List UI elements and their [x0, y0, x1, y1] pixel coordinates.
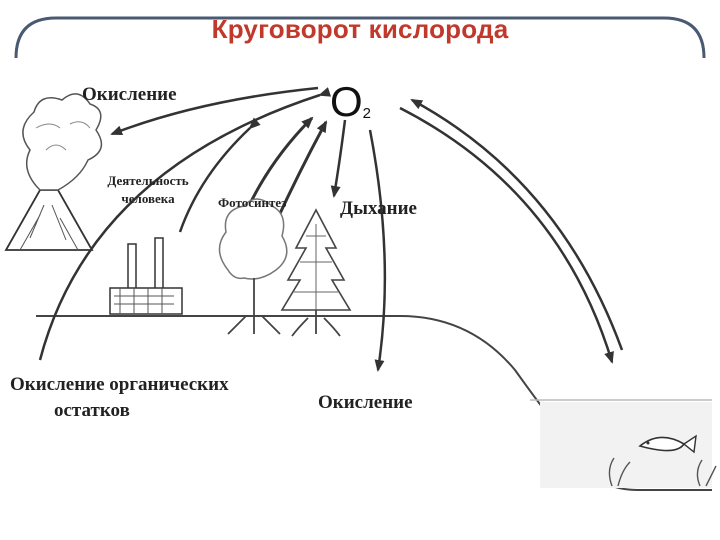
- volcano-icon: [4, 93, 103, 251]
- factory-icon: [109, 237, 183, 315]
- label-human-activity-line2: человека: [121, 191, 175, 206]
- arrow-human-activity: [178, 117, 261, 233]
- label-oxidation-organic-line1: Окисление органических: [10, 374, 229, 395]
- water-plants-icon: [608, 457, 717, 487]
- arrow-water-down: [399, 106, 614, 364]
- oxygen-symbol: O: [330, 78, 363, 125]
- arrow-oxidation-volcano: [110, 86, 319, 136]
- label-respiration: Дыхание: [340, 198, 417, 219]
- label-oxidation-water: Окисление: [318, 392, 413, 413]
- page-title: Круговорот кислорода: [211, 14, 509, 44]
- arrow-respiration: [330, 119, 347, 198]
- conifer-tree-icon: [280, 208, 352, 337]
- label-oxidation-volcano: Окисление: [82, 84, 177, 105]
- label-photosynthesis: Фотосинтез: [218, 195, 287, 210]
- label-human-activity: Деятельность человека: [88, 172, 208, 208]
- frame-border: [14, 16, 706, 59]
- arrow-oxidation-water: [368, 129, 387, 372]
- arrow-water-up: [410, 98, 624, 351]
- oxygen-subscript: 2: [362, 105, 372, 122]
- arc-oxidation-organic: [38, 87, 332, 361]
- deciduous-tree-icon: [218, 198, 288, 335]
- oxygen-formula: O2: [330, 78, 371, 126]
- label-oxidation-organic: Окисление органических остатков: [10, 372, 229, 424]
- fish-icon: [638, 434, 697, 454]
- label-human-activity-line1: Деятельность: [107, 173, 189, 188]
- label-oxidation-organic-line2: остатков: [54, 400, 130, 421]
- arrow-photosynthesis-2: [274, 120, 328, 223]
